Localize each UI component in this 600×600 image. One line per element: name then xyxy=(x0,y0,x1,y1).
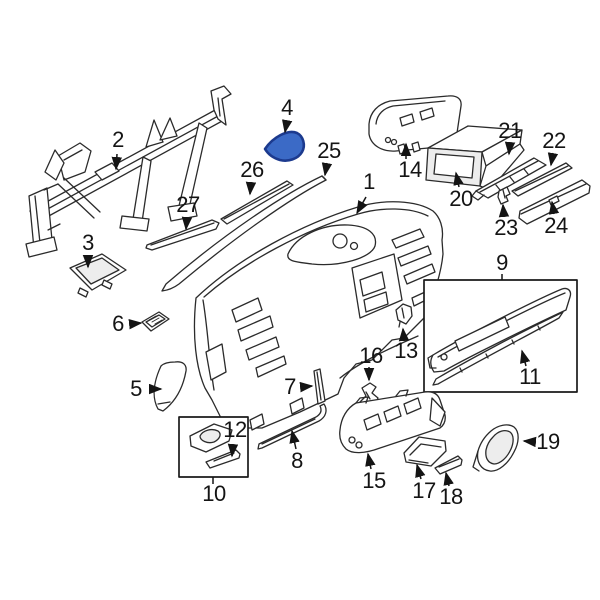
callout-11[interactable]: 11 xyxy=(519,364,541,389)
callout-27[interactable]: 27 xyxy=(176,192,200,217)
part-25-drawing[interactable] xyxy=(161,175,327,292)
callout-26[interactable]: 26 xyxy=(240,157,264,182)
callout-24[interactable]: 24 xyxy=(544,213,568,238)
callout-24-arrow xyxy=(548,200,560,215)
part-13-drawing[interactable] xyxy=(395,303,413,328)
part-4-drawing-highlighted[interactable] xyxy=(263,130,306,162)
callout-21[interactable]: 21 xyxy=(498,118,522,143)
part-18-drawing[interactable] xyxy=(434,455,463,475)
part-9-drawing[interactable] xyxy=(427,287,572,373)
callout-10[interactable]: 10 xyxy=(202,481,226,506)
callout-18[interactable]: 18 xyxy=(439,484,463,509)
callout-arrows xyxy=(82,119,560,487)
part-19-drawing[interactable] xyxy=(472,424,519,472)
callout-12-arrow xyxy=(227,443,239,458)
part-2-drawing[interactable] xyxy=(25,85,232,258)
part-7-drawing[interactable] xyxy=(313,368,326,405)
callout-13[interactable]: 13 xyxy=(394,338,418,363)
part-3-drawing[interactable] xyxy=(69,253,127,298)
callout-14[interactable]: 14 xyxy=(398,157,422,182)
part-10-drawing[interactable] xyxy=(189,423,233,453)
group-box-9 xyxy=(423,279,578,393)
callout-6-arrow xyxy=(128,318,143,330)
callout-21-arrow xyxy=(504,141,516,156)
part-21-drawing[interactable] xyxy=(471,157,547,201)
part-8-drawing[interactable] xyxy=(257,403,327,450)
callout-18-arrow xyxy=(443,471,454,487)
callout-2-arrow xyxy=(111,153,123,171)
callout-16[interactable]: 16 xyxy=(359,343,383,368)
part-1-drawing[interactable] xyxy=(193,201,444,431)
callout-17-arrow xyxy=(415,463,426,480)
callout-20-arrow xyxy=(453,171,464,188)
callout-15-arrow xyxy=(365,452,376,470)
callout-19-arrow xyxy=(522,436,537,448)
part-23-drawing[interactable] xyxy=(497,186,511,205)
callout-8-arrow xyxy=(289,429,300,450)
part-5-drawing[interactable] xyxy=(153,361,187,412)
part-27-drawing[interactable] xyxy=(145,219,220,251)
callout-22-arrow xyxy=(547,152,559,167)
callout-27-arrow xyxy=(181,216,193,231)
callout-4[interactable]: 4 xyxy=(281,95,293,120)
part-22-drawing[interactable] xyxy=(511,162,573,197)
callout-7-arrow xyxy=(299,381,314,393)
callout-12[interactable]: 12 xyxy=(223,417,247,442)
callout-23-arrow xyxy=(498,203,510,218)
callout-19[interactable]: 19 xyxy=(536,429,560,454)
callout-8[interactable]: 8 xyxy=(291,448,303,473)
callout-4-arrow xyxy=(281,119,293,134)
callout-7[interactable]: 7 xyxy=(284,374,296,399)
callout-1[interactable]: 1 xyxy=(363,169,375,194)
callout-25[interactable]: 25 xyxy=(317,138,341,163)
part-11-drawing[interactable] xyxy=(432,311,564,386)
callout-13-arrow xyxy=(398,327,410,342)
callout-9[interactable]: 9 xyxy=(496,250,508,275)
callout-20[interactable]: 20 xyxy=(449,186,473,211)
callout-25-arrow xyxy=(321,162,333,177)
callout-17[interactable]: 17 xyxy=(412,478,436,503)
callout-1-arrow xyxy=(356,196,368,215)
callout-3[interactable]: 3 xyxy=(82,230,94,255)
callout-22[interactable]: 22 xyxy=(542,128,566,153)
part-6-drawing[interactable] xyxy=(141,311,170,332)
part-14-drawing[interactable] xyxy=(368,95,462,155)
callout-2[interactable]: 2 xyxy=(112,127,124,152)
callout-23[interactable]: 23 xyxy=(494,215,518,240)
callout-6[interactable]: 6 xyxy=(112,311,124,336)
callout-5[interactable]: 5 xyxy=(130,376,142,401)
part-26-drawing[interactable] xyxy=(220,180,294,225)
callout-26-arrow xyxy=(245,181,257,196)
part-17-drawing[interactable] xyxy=(403,436,447,467)
callout-15[interactable]: 15 xyxy=(362,468,386,493)
part-20-drawing[interactable] xyxy=(425,125,525,191)
callout-11-arrow xyxy=(520,349,531,367)
part-15-drawing[interactable] xyxy=(339,389,446,454)
